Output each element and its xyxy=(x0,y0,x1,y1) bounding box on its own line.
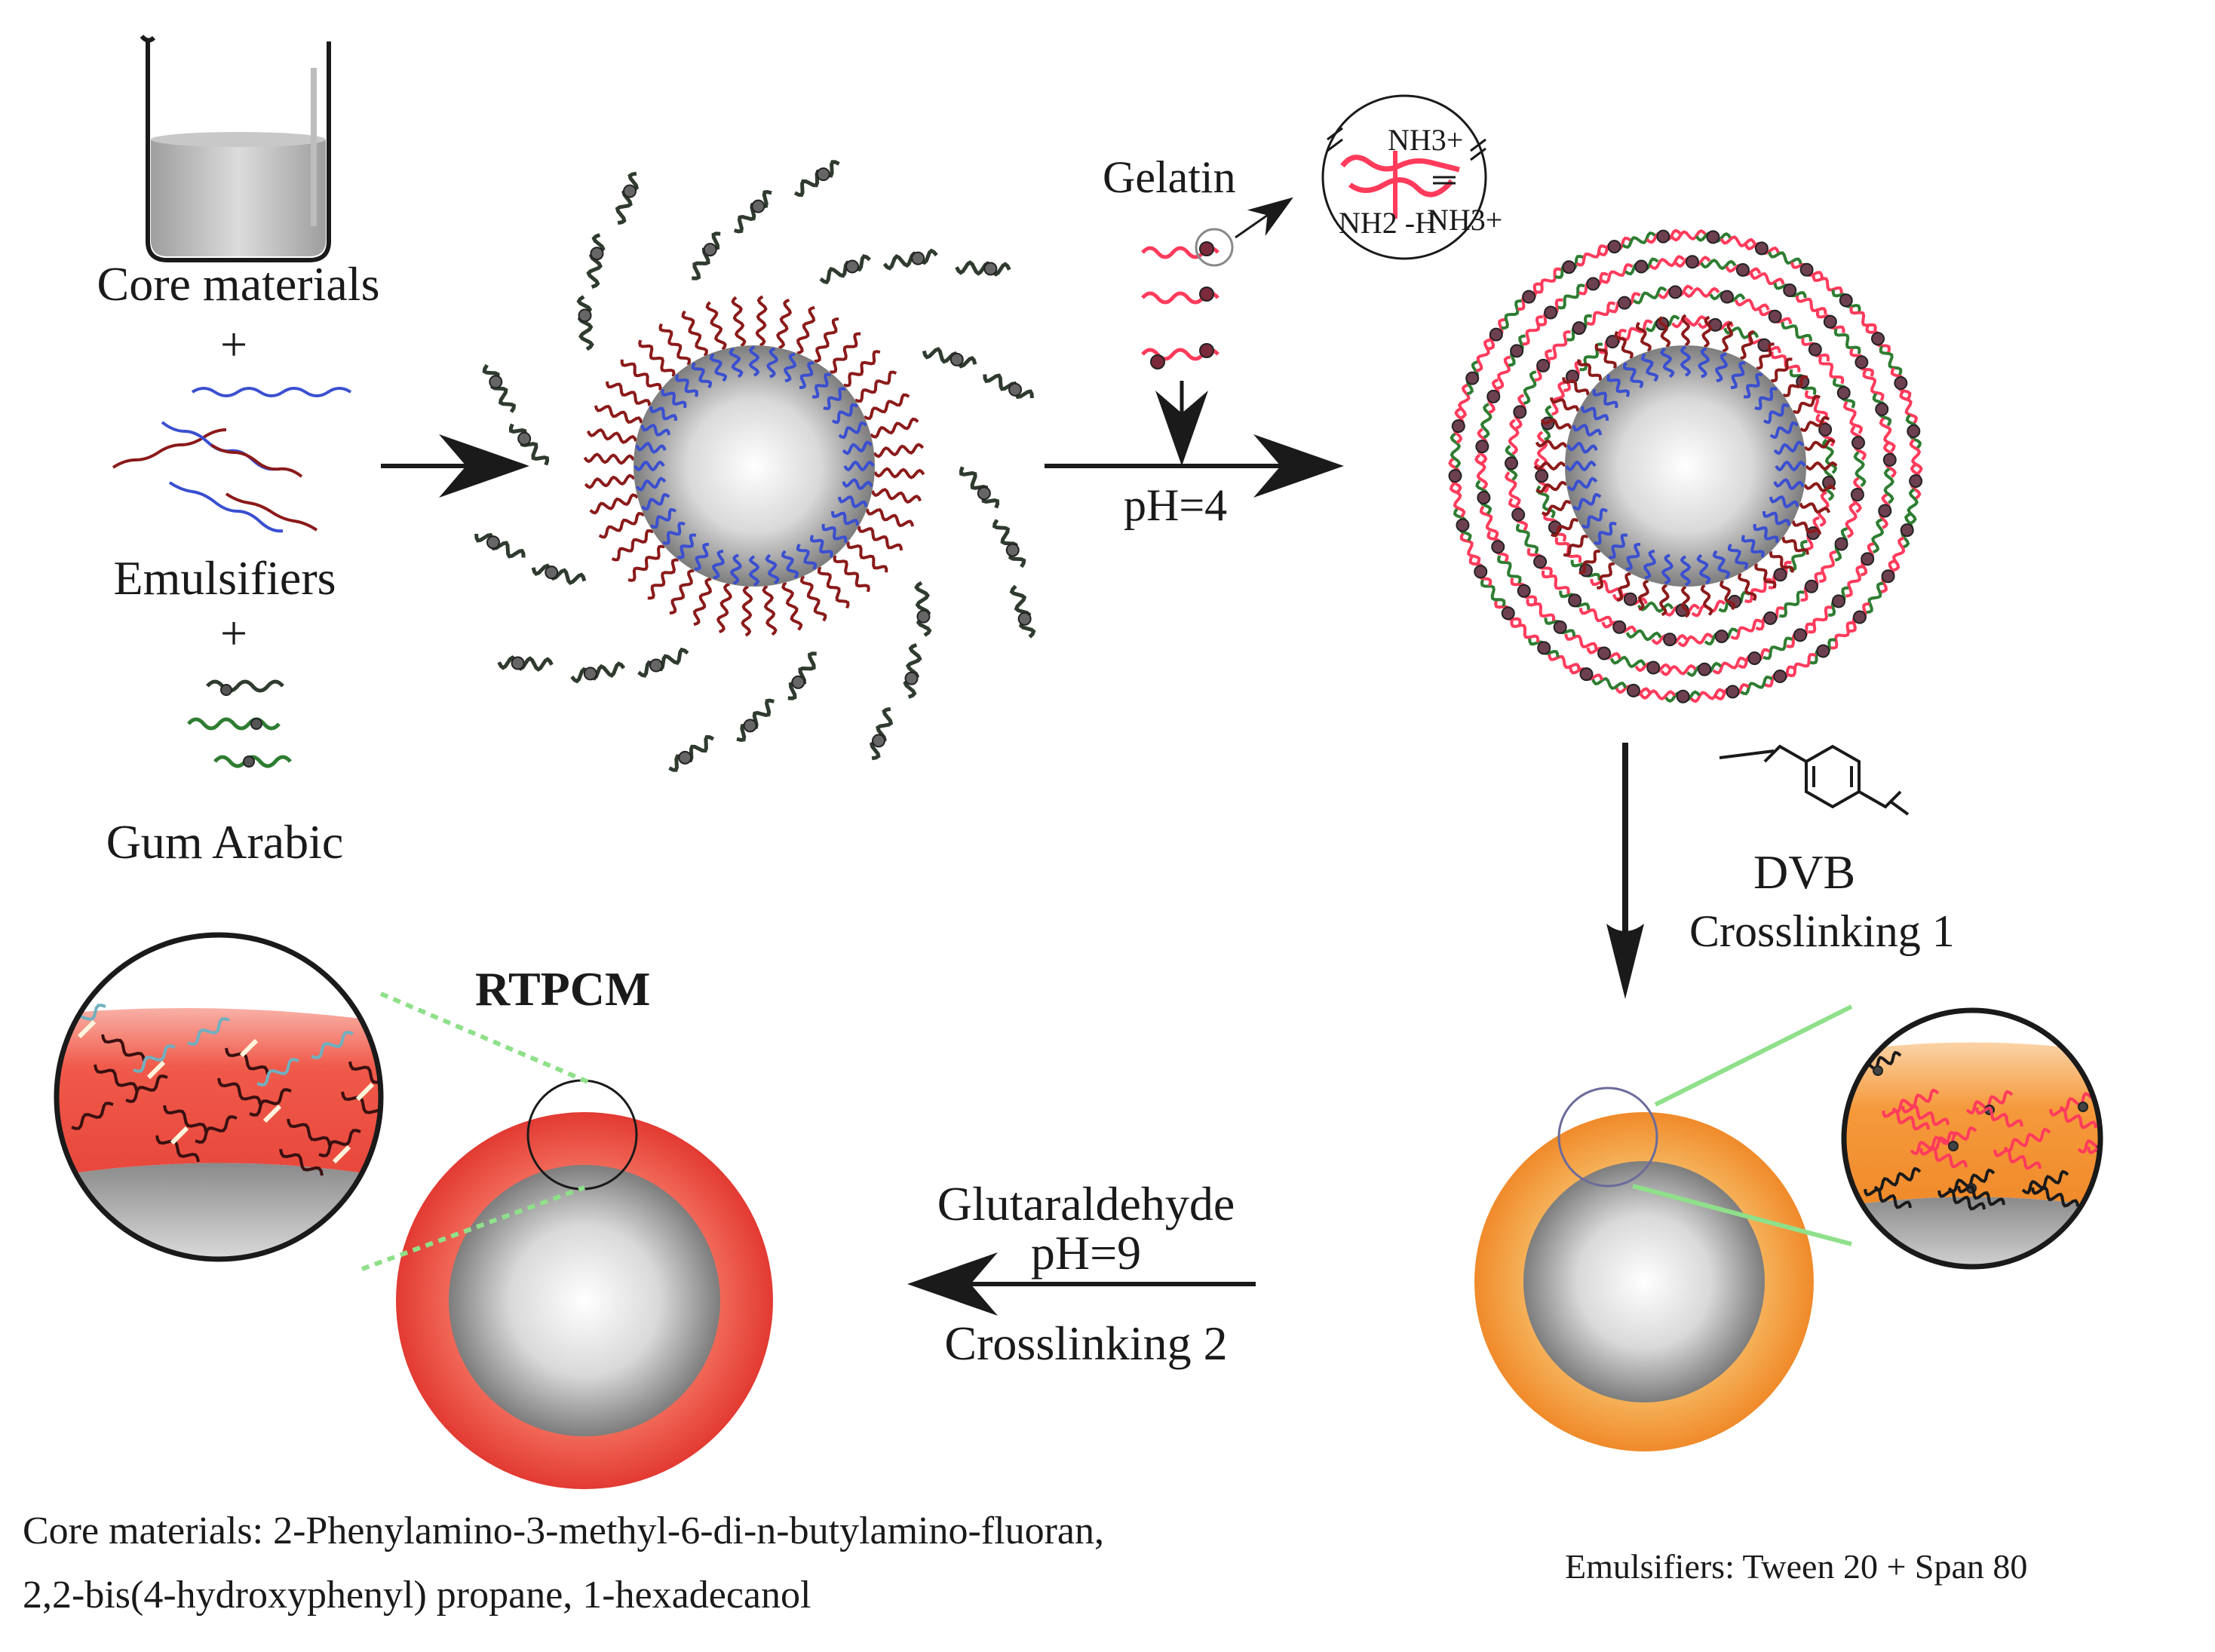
crosslinking-1-label: Crosslinking 1 xyxy=(1689,906,1955,956)
gum-arabic-molecules-icon xyxy=(187,679,292,768)
shell-zoom-inset-red xyxy=(54,932,384,1262)
zoom-marker-orange xyxy=(1557,1087,1658,1188)
dvb-label: DVB xyxy=(1753,845,1856,899)
core-materials-footnote-line-1: Core materials: 2-Phenylamino-3-methyl-6… xyxy=(23,1509,1104,1552)
inset-nh2-label: NH2 -H xyxy=(1339,206,1437,240)
plus-sign-1: + xyxy=(219,317,248,371)
emulsifier-molecules-icon xyxy=(112,387,352,533)
beaker-icon xyxy=(140,35,331,262)
gelatin-label: Gelatin xyxy=(1103,152,1236,202)
ph9-label: pH=9 xyxy=(1030,1226,1142,1280)
gelatin-molecules-icon xyxy=(1141,241,1219,369)
zoom-guide-red-top xyxy=(379,992,590,1084)
gelatin-zoom-marker xyxy=(1195,228,1234,267)
rtpcm-capsule-red xyxy=(396,1112,773,1489)
ph4-label: pH=4 xyxy=(1124,480,1228,530)
gelatin-zoom-pointer xyxy=(1235,197,1293,239)
emulsifiers-label: Emulsifiers xyxy=(113,551,336,605)
zoom-guide-orange-top xyxy=(1654,1004,1853,1107)
arrow-step-crosslinking-1 xyxy=(1606,743,1644,999)
zoom-guide-red-bottom xyxy=(360,1185,586,1271)
emulsifiers-footnote: Emulsifiers: Tween 20 + Span 80 xyxy=(1565,1547,2028,1586)
dvb-structure-icon xyxy=(1719,744,1910,816)
core-materials-label: Core materials xyxy=(97,257,380,311)
plus-sign-2: + xyxy=(219,606,248,660)
gum-arabic-label: Gum Arabic xyxy=(106,815,344,869)
crosslinking-2-label: Crosslinking 2 xyxy=(944,1316,1228,1370)
inset-nh3-label-2: NH3+ xyxy=(1427,203,1503,237)
core-materials-footnote-line-2: 2,2-bis(4-hydroxyphenyl) propane, 1-hexa… xyxy=(23,1574,811,1617)
inset-nh3-label-1: NH3+ xyxy=(1388,123,1464,157)
rtpcm-title: RTPCM xyxy=(475,962,651,1016)
emulsion-droplet-with-gum-arabic xyxy=(474,160,1036,772)
shell-zoom-inset-orange xyxy=(1841,1007,2103,1270)
zoom-guide-orange-bottom xyxy=(1632,1184,1852,1246)
coacervate-microcapsule xyxy=(1448,228,1923,703)
crosslinked-capsule-orange xyxy=(1474,1112,1814,1451)
glutaraldehyde-label: Glutaraldehyde xyxy=(937,1177,1235,1231)
gelatin-structure-inset xyxy=(1321,94,1487,260)
